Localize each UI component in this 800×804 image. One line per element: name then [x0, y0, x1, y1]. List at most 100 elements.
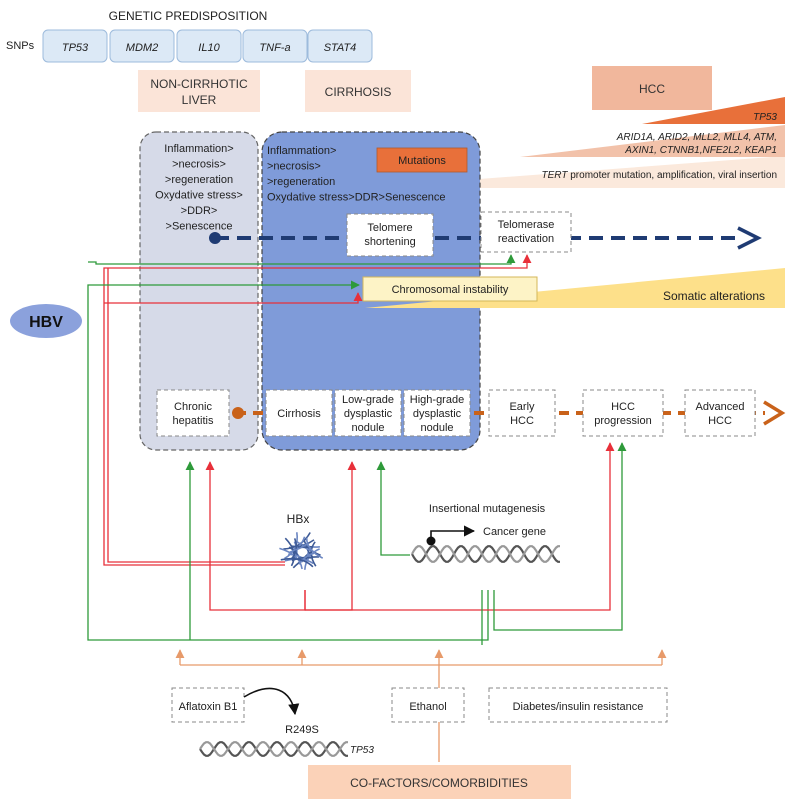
aflatoxin-curve-arrow	[243, 687, 300, 716]
mutations-box	[376, 147, 468, 173]
somatic-alterations-label: Somatic alterations	[663, 289, 765, 303]
high-grade-dysplastic-nodule-label: dysplastic	[413, 408, 462, 420]
hbx-protein-strand	[280, 557, 314, 568]
cancer-gene-arrow	[430, 525, 476, 541]
tp53-dna-helix-strand	[199, 741, 348, 757]
telomere-shortening-box	[346, 213, 434, 257]
low-grade-dysplastic-nodule-box	[334, 389, 402, 437]
early-hcc-box	[488, 389, 556, 437]
non-cirrhotic-process-line: >regeneration	[165, 174, 233, 186]
snp-gene-label: TNF-a	[259, 42, 290, 54]
non-cirrhotic-process-line: Oxydative stress>	[155, 190, 243, 202]
non-cirrhotic-process-line: >DDR>	[181, 205, 218, 217]
non-cirrhotic-panel-text: Inflammation> >necrosis> >regenerationOxyd…	[155, 143, 243, 233]
hbx-protein-strand	[298, 552, 315, 565]
insertional-mutagenesis-title: Insertional mutagenesis	[429, 503, 546, 515]
hbx-protein-strand	[279, 547, 303, 570]
snp-gene-box	[109, 29, 175, 63]
chromosomal-instability-box	[362, 276, 538, 302]
aflatoxin-box	[171, 687, 245, 723]
hbx-protein-strand	[291, 556, 312, 562]
genetic-title: GENETIC PREDISPOSITION	[109, 9, 268, 23]
chronic-hepatitis-label: hepatitis	[173, 415, 214, 427]
chronic-hepatitis-label: Chronic	[174, 401, 212, 413]
telomerase-reactivation-line1: Telomerase	[498, 219, 555, 231]
non-cirrhotic-header-line2: LIVER	[182, 93, 217, 107]
low-grade-dysplastic-nodule-label: Low-grade	[342, 394, 394, 406]
progression-arrow-head	[763, 400, 786, 426]
telomerase-reactivation-line2: reactivation	[498, 233, 554, 245]
cofactors-title-bg	[308, 765, 571, 799]
hbx-protein-strand	[283, 532, 311, 550]
green-connector-line	[376, 461, 410, 556]
hcc-header-bg	[592, 66, 712, 110]
wedge-tert-label: TERT promoter mutation, amplification, v…	[542, 170, 777, 181]
snp-gene-box	[242, 29, 308, 63]
telomere-shortening-line1: Telomere	[367, 222, 412, 234]
hbx-protein-strand	[305, 537, 324, 559]
hcc-progression-label: progression	[594, 415, 651, 427]
early-hcc-label: HCC	[510, 415, 534, 427]
cirrhosis-header: CIRRHOSIS	[325, 85, 392, 99]
snp-gene-label: MDM2	[126, 42, 158, 54]
snp-gene-label: IL10	[198, 42, 220, 54]
r249s-label: R249S	[285, 724, 319, 736]
chronic-hepatitis-box	[156, 389, 230, 437]
tp53-wedge	[642, 97, 785, 124]
red-connector-line	[305, 442, 615, 611]
hbx-protein-strand	[288, 553, 307, 562]
high-grade-dysplastic-nodule-box	[403, 389, 471, 437]
low-grade-dysplastic-nodule-label: nodule	[351, 422, 384, 434]
connector-lines	[87, 254, 627, 645]
hcc-header: HCC	[639, 82, 665, 96]
hcc-progression-box	[582, 389, 664, 437]
hbv-ellipse	[10, 304, 82, 338]
cirrhosis-header-bg	[305, 70, 411, 112]
non-cirrhotic-process-line: >necrosis>	[172, 159, 226, 171]
cirrhosis-stage-label: Cirrhosis	[277, 408, 321, 420]
diabetes-label: Diabetes/insulin resistance	[513, 701, 644, 713]
wedge-genes-line2: AXIN1, CTNNB1,NFE2L2, KEAP1	[624, 145, 777, 156]
snp-gene-box	[42, 29, 108, 63]
hcc-progression-label: HCC	[611, 401, 635, 413]
green-connector-line	[87, 280, 489, 641]
red-connector-line	[104, 292, 363, 304]
snps-label: SNPs	[6, 40, 35, 52]
high-grade-dysplastic-nodule-label: nodule	[420, 422, 453, 434]
ethanol-label: Ethanol	[409, 701, 446, 713]
early-hcc-label: Early	[509, 401, 535, 413]
telomerase-reactivation-box	[480, 211, 572, 253]
hbx-protein-strand	[310, 541, 317, 567]
red-connector-line	[304, 461, 357, 611]
wedge-tp53-label: TP53	[753, 112, 777, 123]
green-connector-line	[493, 442, 627, 631]
tp53-dna-label: TP53	[350, 745, 374, 756]
non-cirrhotic-header-bg	[138, 70, 260, 112]
non-cirrhotic-process-line: Inflammation>	[164, 143, 233, 155]
tert-description: promoter mutation, amplification, viral …	[567, 170, 777, 181]
tert-gene-name: TERT	[542, 170, 569, 181]
cancer-gene-label: Cancer gene	[483, 526, 546, 538]
progression-stages: Chronic hepatitis Cirrhosis Low-grade dyspla…	[156, 389, 756, 437]
cofactors-title: CO-FACTORS/COMORBIDITIES	[350, 776, 528, 790]
advanced-hcc-box	[684, 389, 756, 437]
wedge-genes-line1: ARID1A, ARID2, MLL2, MLL4, ATM,	[616, 132, 777, 143]
advanced-hcc-label: Advanced	[696, 401, 745, 413]
snp-gene-box	[176, 29, 242, 63]
telomere-arrow-start-dot	[209, 232, 221, 244]
non-cirrhotic-process-line: >Senescence	[166, 221, 233, 233]
mutations-label: Mutations	[398, 155, 446, 167]
hbx-protein-strand	[295, 542, 309, 551]
aflatoxin-label: Aflatoxin B1	[179, 701, 238, 713]
hbx-label: HBx	[287, 512, 310, 526]
low-grade-dysplastic-nodule-label: dysplastic	[344, 408, 393, 420]
genes-wedge	[520, 125, 785, 157]
red-connector-line	[205, 461, 306, 611]
hbv-label: HBV	[29, 314, 63, 331]
dna-helix-strand	[411, 545, 560, 563]
hbx-protein-strand	[297, 545, 314, 549]
red-connector-line	[107, 268, 285, 563]
diabetes-box	[488, 687, 668, 723]
